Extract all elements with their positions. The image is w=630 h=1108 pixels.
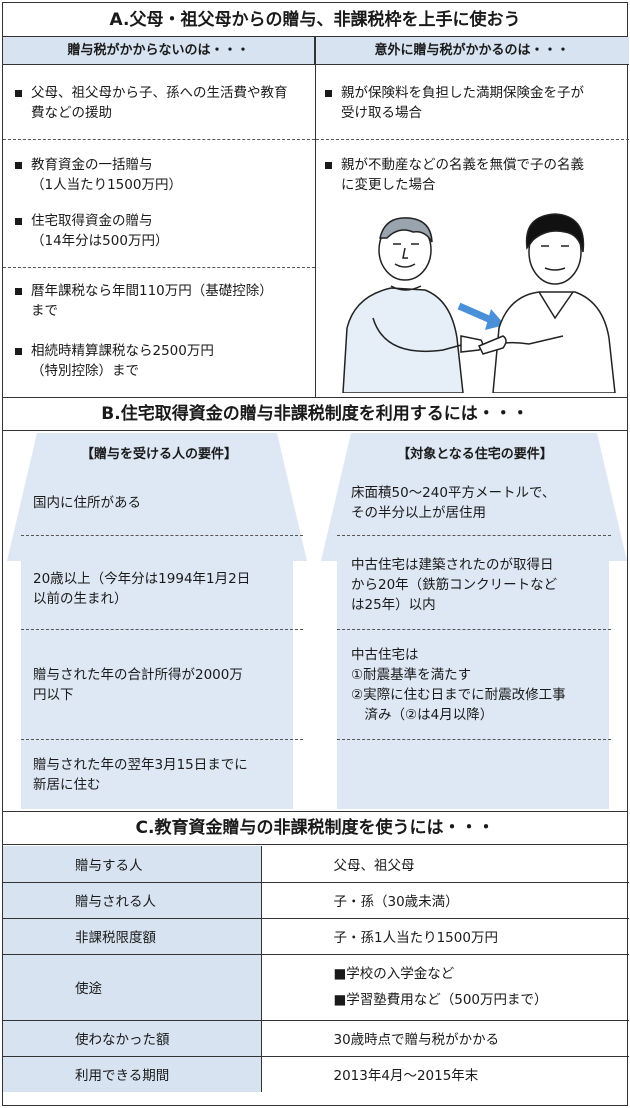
recipient-req-move-in: 贈与された年の翌年3月15日までに 新居に住む (33, 755, 301, 795)
dashed-divider (337, 535, 611, 536)
recipient-requirements-header: 【贈与を受ける人の要件】 (80, 447, 237, 462)
table-row: 贈与する人 父母、祖父母 (3, 846, 629, 882)
older-man-figure (342, 217, 484, 393)
req-line: は25年）以内 (351, 597, 436, 613)
bullet-square-icon (15, 162, 22, 169)
row-value: 2013年4月～2015年末 (261, 1055, 629, 1092)
housing-req-floor-area: 床面積50～240平方メートルで、 その半分以上が居住用 (351, 483, 619, 523)
bullet-square-icon (15, 218, 22, 225)
usage-line: ■学習塾費用など（500万円まで） (333, 992, 548, 1008)
table-row: 使途 ■学校の入学金など ■学習塾費用など（500万円まで） (3, 953, 629, 1020)
item-line: 親が不動産などの名義を無償で子の名義 (341, 157, 584, 173)
item-line: 相続時精算課税なら2500万円 (31, 343, 214, 359)
row-value: ■学校の入学金など ■学習塾費用など（500万円まで） (261, 953, 629, 1020)
left-item-calendar-year: 暦年課税なら年間110万円（基礎控除） まで (11, 281, 311, 321)
dashed-divider (21, 629, 303, 630)
row-label: 使わなかった額 (3, 1019, 262, 1056)
row-label: 贈与される人 (3, 881, 262, 918)
section-b-title: B.住宅取得資金の贈与非課税制度を利用するには・・・ (3, 397, 627, 431)
right-item-insurance: 親が保険料を負担した満期保険金を子が 受け取る場合 (321, 83, 621, 123)
bullet-square-icon (325, 90, 332, 97)
left-item-education-gift: 教育資金の一括贈与 （1人当たり1500万円） (11, 155, 311, 195)
row-value: 子・孫（30歳未満） (261, 881, 629, 918)
section-a-bottom-border (3, 397, 627, 398)
left-item-living-support: 父母、祖父母から子、孫への生活費や教育 費などの援助 (11, 83, 311, 123)
req-line: 贈与された年の翌年3月15日までに (33, 757, 248, 773)
housing-req-building-age: 中古住宅は建築されたのが取得日 から20年（鉄筋コンクリートなど は25年）以内 (351, 555, 619, 615)
section-b-bottom-border (3, 811, 627, 812)
req-line: ②実際に住む日までに耐震改修工事 (351, 687, 566, 703)
row-value: 30歳時点で贈与税がかかる (261, 1019, 629, 1056)
req-line: 円以下 (33, 687, 74, 703)
table-row: 非課税限度額 子・孫1人当たり1500万円 (3, 917, 629, 954)
left-item-housing-gift: 住宅取得資金の贈与 （14年分は500万円） (11, 211, 311, 251)
item-line: 父母、祖父母から子、孫への生活費や教育 (31, 85, 288, 101)
education-gift-table: 贈与する人 父母、祖父母 贈与される人 子・孫（30歳未満） 非課税限度額 子・… (3, 846, 629, 1092)
req-line: その半分以上が居住用 (351, 505, 486, 521)
row-label: 使途 (3, 953, 262, 1020)
item-line: 費などの援助 (31, 105, 112, 121)
section-a-left-header: 贈与税がかからないのは・・・ (3, 37, 315, 65)
req-line: 20歳以上（今年分は1994年1月2日 (33, 571, 251, 587)
table-row: 贈与される人 子・孫（30歳未満） (3, 881, 629, 918)
section-a-right-header: 意外に贈与税がかかるのは・・・ (315, 37, 629, 65)
right-house-shape (321, 433, 627, 809)
req-line: 新居に住む (33, 777, 101, 793)
item-line: （特別控除）まで (31, 363, 139, 379)
req-line: 国内に住所がある (33, 495, 141, 511)
item-line: に変更した場合 (341, 177, 436, 193)
right-item-title-transfer: 親が不動産などの名義を無償で子の名義 に変更した場合 (321, 155, 621, 195)
recipient-req-residence: 国内に住所がある (33, 493, 301, 513)
req-line: から20年（鉄筋コンクリートなど (351, 577, 558, 593)
row-value: 子・孫1人当たり1500万円 (261, 917, 629, 954)
dashed-divider (21, 739, 303, 740)
bullet-square-icon (15, 90, 22, 97)
arrow-icon (457, 302, 505, 330)
section-a-title: A.父母・祖父母からの贈与、非課税枠を上手に使おう (3, 3, 627, 37)
left-house-shape (7, 433, 307, 809)
row-label: 非課税限度額 (3, 917, 262, 954)
item-line: 受け取る場合 (341, 105, 422, 121)
row-value: 父母、祖父母 (333, 857, 415, 874)
dashed-divider (21, 535, 303, 536)
dashed-divider (337, 739, 611, 740)
item-line: 暦年課税なら年間110万円（基礎控除） (31, 283, 273, 299)
req-line: 中古住宅は (351, 647, 419, 663)
dashed-divider (337, 629, 611, 630)
father-son-illustration (342, 213, 616, 393)
dashed-divider (316, 139, 629, 140)
table-row: 使わなかった額 30歳時点で贈与税がかかる (3, 1019, 629, 1056)
bullet-square-icon (325, 162, 332, 169)
recipient-req-age: 20歳以上（今年分は1994年1月2日 以前の生まれ） (33, 569, 301, 609)
left-item-settlement: 相続時精算課税なら2500万円 （特別控除）まで (11, 341, 311, 381)
item-line: （14年分は500万円） (31, 233, 169, 249)
section-a-divider (315, 37, 316, 397)
usage-line: ■学校の入学金など (333, 966, 455, 982)
req-line: 贈与された年の合計所得が2000万 (33, 667, 243, 683)
req-line: ①耐震基準を満たす (351, 667, 472, 683)
section-c-title: C.教育資金贈与の非課税制度を使うには・・・ (3, 811, 627, 845)
row-label: 贈与する人 (3, 846, 262, 882)
housing-req-earthquake: 中古住宅は ①耐震基準を満たす ②実際に住む日までに耐震改修工事 済み（②は4月… (351, 645, 619, 725)
row-label: 利用できる期間 (3, 1055, 262, 1092)
item-line: 住宅取得資金の贈与 (31, 213, 153, 229)
bullet-square-icon (15, 348, 22, 355)
dashed-divider (3, 139, 315, 140)
younger-man-figure (477, 213, 616, 393)
table-row: 利用できる期間 2013年4月～2015年末 (3, 1055, 629, 1092)
recipient-req-income: 贈与された年の合計所得が2000万 円以下 (33, 665, 301, 705)
req-line: 以前の生まれ） (33, 591, 128, 607)
item-line: （1人当たり1500万円） (31, 177, 182, 193)
item-line: 親が保険料を負担した満期保険金を子が (341, 85, 584, 101)
item-line: 教育資金の一括贈与 (31, 157, 153, 173)
req-line: 床面積50～240平方メートルで、 (351, 485, 556, 501)
housing-requirements-header: 【対象となる住宅の要件】 (397, 447, 553, 462)
bullet-square-icon (15, 288, 22, 295)
req-line: 中古住宅は建築されたのが取得日 (351, 557, 554, 573)
req-line: 済み（②は4月以降） (351, 707, 494, 723)
dashed-divider (3, 267, 315, 268)
item-line: まで (31, 303, 58, 319)
